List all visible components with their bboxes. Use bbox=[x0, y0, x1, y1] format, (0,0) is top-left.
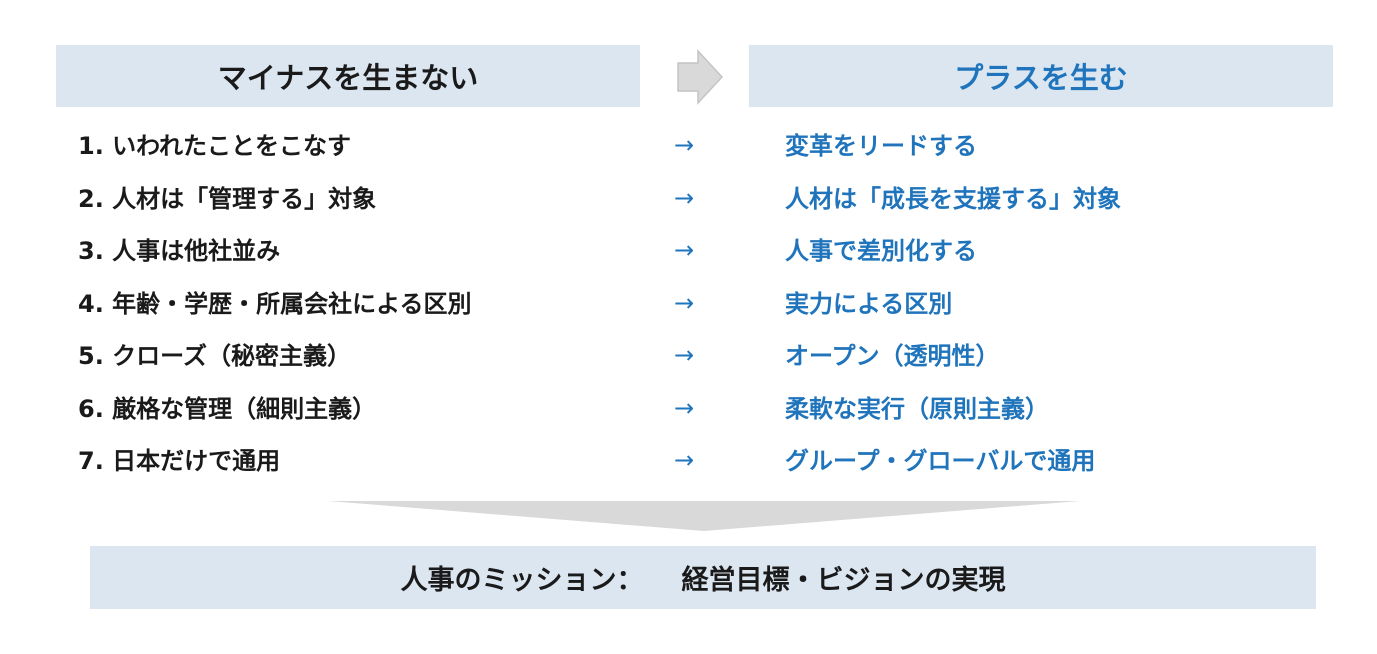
mission-value: 経営目標・ビジョンの実現 bbox=[681, 565, 1006, 596]
row-left-text: 7. 日本だけで通用 bbox=[78, 447, 281, 475]
row-arrow-icon: → bbox=[674, 184, 695, 212]
row-right-text: 人材は「成長を支援する」対象 bbox=[785, 185, 1121, 213]
row-right-text: 人事で差別化する bbox=[785, 237, 977, 265]
row-right-text: オープン（透明性） bbox=[785, 342, 1000, 370]
header-arrow-icon bbox=[677, 49, 724, 105]
row-arrow-icon: → bbox=[674, 131, 695, 159]
row-right-text: グループ・グローバルで通用 bbox=[785, 447, 1096, 475]
funnel-arrow-icon bbox=[328, 501, 1080, 531]
row-left-text: 5. クローズ（秘密主義） bbox=[78, 342, 351, 370]
header-left: マイナスを生まない bbox=[56, 45, 640, 107]
comparison-row: 5. クローズ（秘密主義） → オープン（透明性） bbox=[0, 330, 1377, 382]
row-arrow-icon: → bbox=[674, 394, 695, 422]
header-left-title: マイナスを生まない bbox=[217, 61, 479, 95]
row-arrow-icon: → bbox=[674, 341, 695, 369]
comparison-row: 1. いわれたことをこなす → 変革をリードする bbox=[0, 120, 1377, 172]
row-arrow-icon: → bbox=[674, 446, 695, 474]
row-left-text: 1. いわれたことをこなす bbox=[78, 132, 351, 160]
comparison-row: 6. 厳格な管理（細則主義） → 柔軟な実行（原則主義） bbox=[0, 383, 1377, 435]
mission-label: 人事のミッション： bbox=[400, 565, 644, 596]
row-right-text: 変革をリードする bbox=[785, 132, 977, 160]
row-left-text: 3. 人事は他社並み bbox=[78, 237, 281, 265]
row-left-text: 6. 厳格な管理（細則主義） bbox=[78, 395, 377, 423]
header-right: プラスを生む bbox=[749, 45, 1333, 107]
comparison-row: 3. 人事は他社並み → 人事で差別化する bbox=[0, 225, 1377, 277]
comparison-row: 7. 日本だけで通用 → グループ・グローバルで通用 bbox=[0, 435, 1377, 487]
mission-box: 人事のミッション： 経営目標・ビジョンの実現 bbox=[90, 546, 1316, 609]
comparison-row: 2. 人材は「管理する」対象 → 人材は「成長を支援する」対象 bbox=[0, 173, 1377, 225]
row-right-text: 柔軟な実行（原則主義） bbox=[785, 395, 1049, 423]
comparison-row: 4. 年齢・学歴・所属会社による区別 → 実力による区別 bbox=[0, 278, 1377, 330]
row-left-text: 4. 年齢・学歴・所属会社による区別 bbox=[78, 290, 472, 318]
row-left-text: 2. 人材は「管理する」対象 bbox=[78, 185, 377, 213]
header-right-title: プラスを生む bbox=[954, 61, 1128, 95]
row-arrow-icon: → bbox=[674, 289, 695, 317]
row-right-text: 実力による区別 bbox=[785, 290, 953, 318]
row-arrow-icon: → bbox=[674, 236, 695, 264]
